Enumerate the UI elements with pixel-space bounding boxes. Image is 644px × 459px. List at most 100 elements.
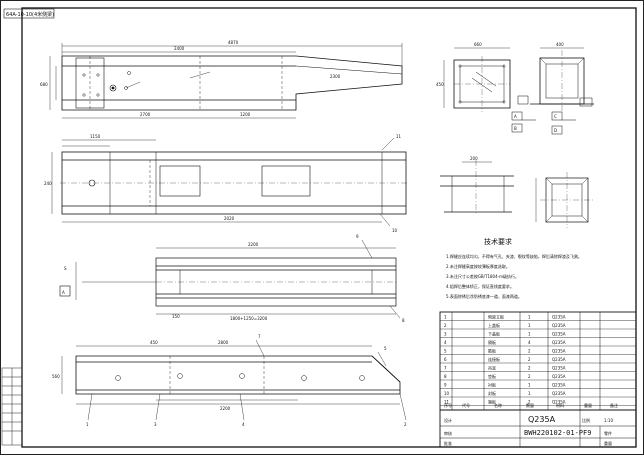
- parts-cell: 2: [528, 366, 531, 371]
- parts-cell: 4: [444, 340, 447, 345]
- parts-cell: 11: [444, 400, 450, 405]
- parts-cell: 连接板: [488, 356, 500, 362]
- header-remark: 备注: [610, 402, 618, 408]
- parts-cell: 4: [528, 340, 531, 345]
- header-qty: 数量: [526, 402, 534, 408]
- parts-cell: 2: [444, 323, 447, 328]
- dim-top-a: 2400: [174, 46, 185, 51]
- parts-cell: 2: [528, 357, 531, 362]
- tech-requirements: 技术要求 1.焊缝应连续均匀，不得有气孔、夹渣、裂纹等缺陷，焊后清除焊渣及飞溅。…: [446, 237, 582, 299]
- tech-note-3: 3.未注尺寸公差按GB/T1804-m级执行。: [446, 273, 519, 279]
- view-plan: [51, 137, 408, 227]
- material-label: Q235A: [528, 415, 556, 424]
- parts-cell: Q235A: [552, 332, 566, 337]
- dim-view-h: 450: [436, 82, 444, 87]
- grid-mark-d: D: [554, 128, 557, 133]
- parts-cell: 下盖板: [488, 331, 500, 337]
- parts-cell: Q235A: [552, 340, 566, 345]
- label-design: 设计: [444, 417, 452, 423]
- callout-1: 1: [86, 422, 89, 427]
- parts-cell: 6: [444, 357, 447, 362]
- parts-cell: 垫板: [488, 373, 496, 379]
- header-weight: 重量: [584, 402, 592, 408]
- parts-cell: 封板: [488, 390, 496, 396]
- label-check: 审核: [444, 430, 452, 436]
- callout-9: 9: [356, 234, 359, 239]
- parts-cell: 1: [528, 323, 531, 328]
- parts-cell: Q235A: [552, 391, 566, 396]
- dim-bot-a: 2800: [218, 340, 229, 345]
- dim-top-b: 1200: [240, 112, 251, 117]
- header-name: 名称: [494, 402, 502, 408]
- scale-label: 比例: [582, 417, 590, 423]
- header-material: 材料: [556, 402, 564, 408]
- tech-note-1: 1.焊缝应连续均匀，不得有气孔、夹渣、裂纹等缺陷，焊后清除焊渣及飞溅。: [446, 253, 582, 259]
- parts-cell: 1: [528, 383, 531, 388]
- tech-note-2: 2.未注焊缝高度按较薄板厚度选取。: [446, 263, 510, 269]
- dim-sec-span: 1800+1250=3200: [230, 316, 268, 321]
- parts-cell: 1: [528, 315, 531, 320]
- datum-symbols: [511, 95, 593, 135]
- header-code: 代号: [462, 402, 470, 408]
- dim-top-c: 2700: [140, 112, 151, 117]
- view-detail-a: [440, 160, 514, 214]
- parts-cell: Q235A: [552, 374, 566, 379]
- dim-sec-low: 150: [172, 314, 180, 319]
- parts-cell: 9: [444, 383, 447, 388]
- label-weight: 重量: [604, 440, 612, 446]
- title-block: 序号 代号 名称 数量 材料 重量 备注 Q235A 比例 1:10 BWH22…: [444, 402, 618, 446]
- left-tag-a: A: [62, 290, 65, 295]
- dim-view-w: 660: [474, 42, 482, 47]
- tech-heading: 技术要求: [484, 237, 512, 246]
- grid-mark-a: A: [514, 114, 517, 119]
- grid-mark-c: C: [554, 114, 557, 119]
- parts-cell: 10: [444, 391, 450, 396]
- parts-list-frame: [439, 311, 637, 448]
- dim-small-b: 200: [470, 156, 478, 161]
- parts-cell: 2: [528, 349, 531, 354]
- callout-10: 10: [392, 228, 398, 233]
- parts-cell: 1: [528, 391, 531, 396]
- drawing-number: BWH220102-01-PF9: [524, 429, 591, 437]
- view-elevation: [49, 43, 403, 119]
- dim-bot-b: 2200: [220, 406, 231, 411]
- view-detail-b: [535, 172, 594, 228]
- dim-top-h: 680: [40, 82, 48, 87]
- dim-mid-b: 2020: [224, 216, 235, 221]
- drawing-stamp: 64A-10-10(4米侧梁): [3, 8, 55, 19]
- dim-top-len: 4870: [228, 40, 239, 45]
- parts-cell: 7: [444, 366, 447, 371]
- dim-top-d: 2300: [330, 74, 341, 79]
- parts-cell: 侧梁立板: [488, 314, 504, 320]
- parts-cell: Q235A: [552, 366, 566, 371]
- tech-note-4: 4.组焊后整体矫正，保证直线度要求。: [446, 283, 514, 289]
- parts-cell: 隔板: [488, 339, 496, 345]
- scale-value: 1:10: [604, 418, 613, 423]
- callout-3: 3: [154, 422, 157, 427]
- dim-bot-h: 560: [52, 374, 60, 379]
- parts-cell: 8: [444, 374, 447, 379]
- parts-cell: 3: [444, 332, 447, 337]
- parts-cell: Q235A: [552, 349, 566, 354]
- parts-cell: 1: [528, 332, 531, 337]
- view-bottom-elevation: [61, 339, 407, 421]
- parts-cell: Q235A: [552, 315, 566, 320]
- dim-small-a: 400: [556, 42, 564, 47]
- callout-4: 4: [242, 422, 245, 427]
- parts-cell: Q235A: [552, 323, 566, 328]
- callout-8: 8: [402, 318, 405, 323]
- callout-7: 7: [258, 334, 261, 339]
- parts-cell: Q235A: [552, 357, 566, 362]
- parts-cell: 2: [528, 374, 531, 379]
- inner-frame: [21, 7, 637, 448]
- left-tag-s: S: [64, 266, 67, 271]
- callout-5: 5: [384, 346, 387, 351]
- parts-cell: Q235A: [552, 400, 566, 405]
- parts-cell: 上盖板: [488, 322, 500, 328]
- parts-cell: 5: [444, 349, 447, 354]
- tech-note-5: 5.表面除锈后涂防锈底漆一道，面漆两道。: [446, 293, 522, 299]
- dim-mid-c: 240: [44, 181, 52, 186]
